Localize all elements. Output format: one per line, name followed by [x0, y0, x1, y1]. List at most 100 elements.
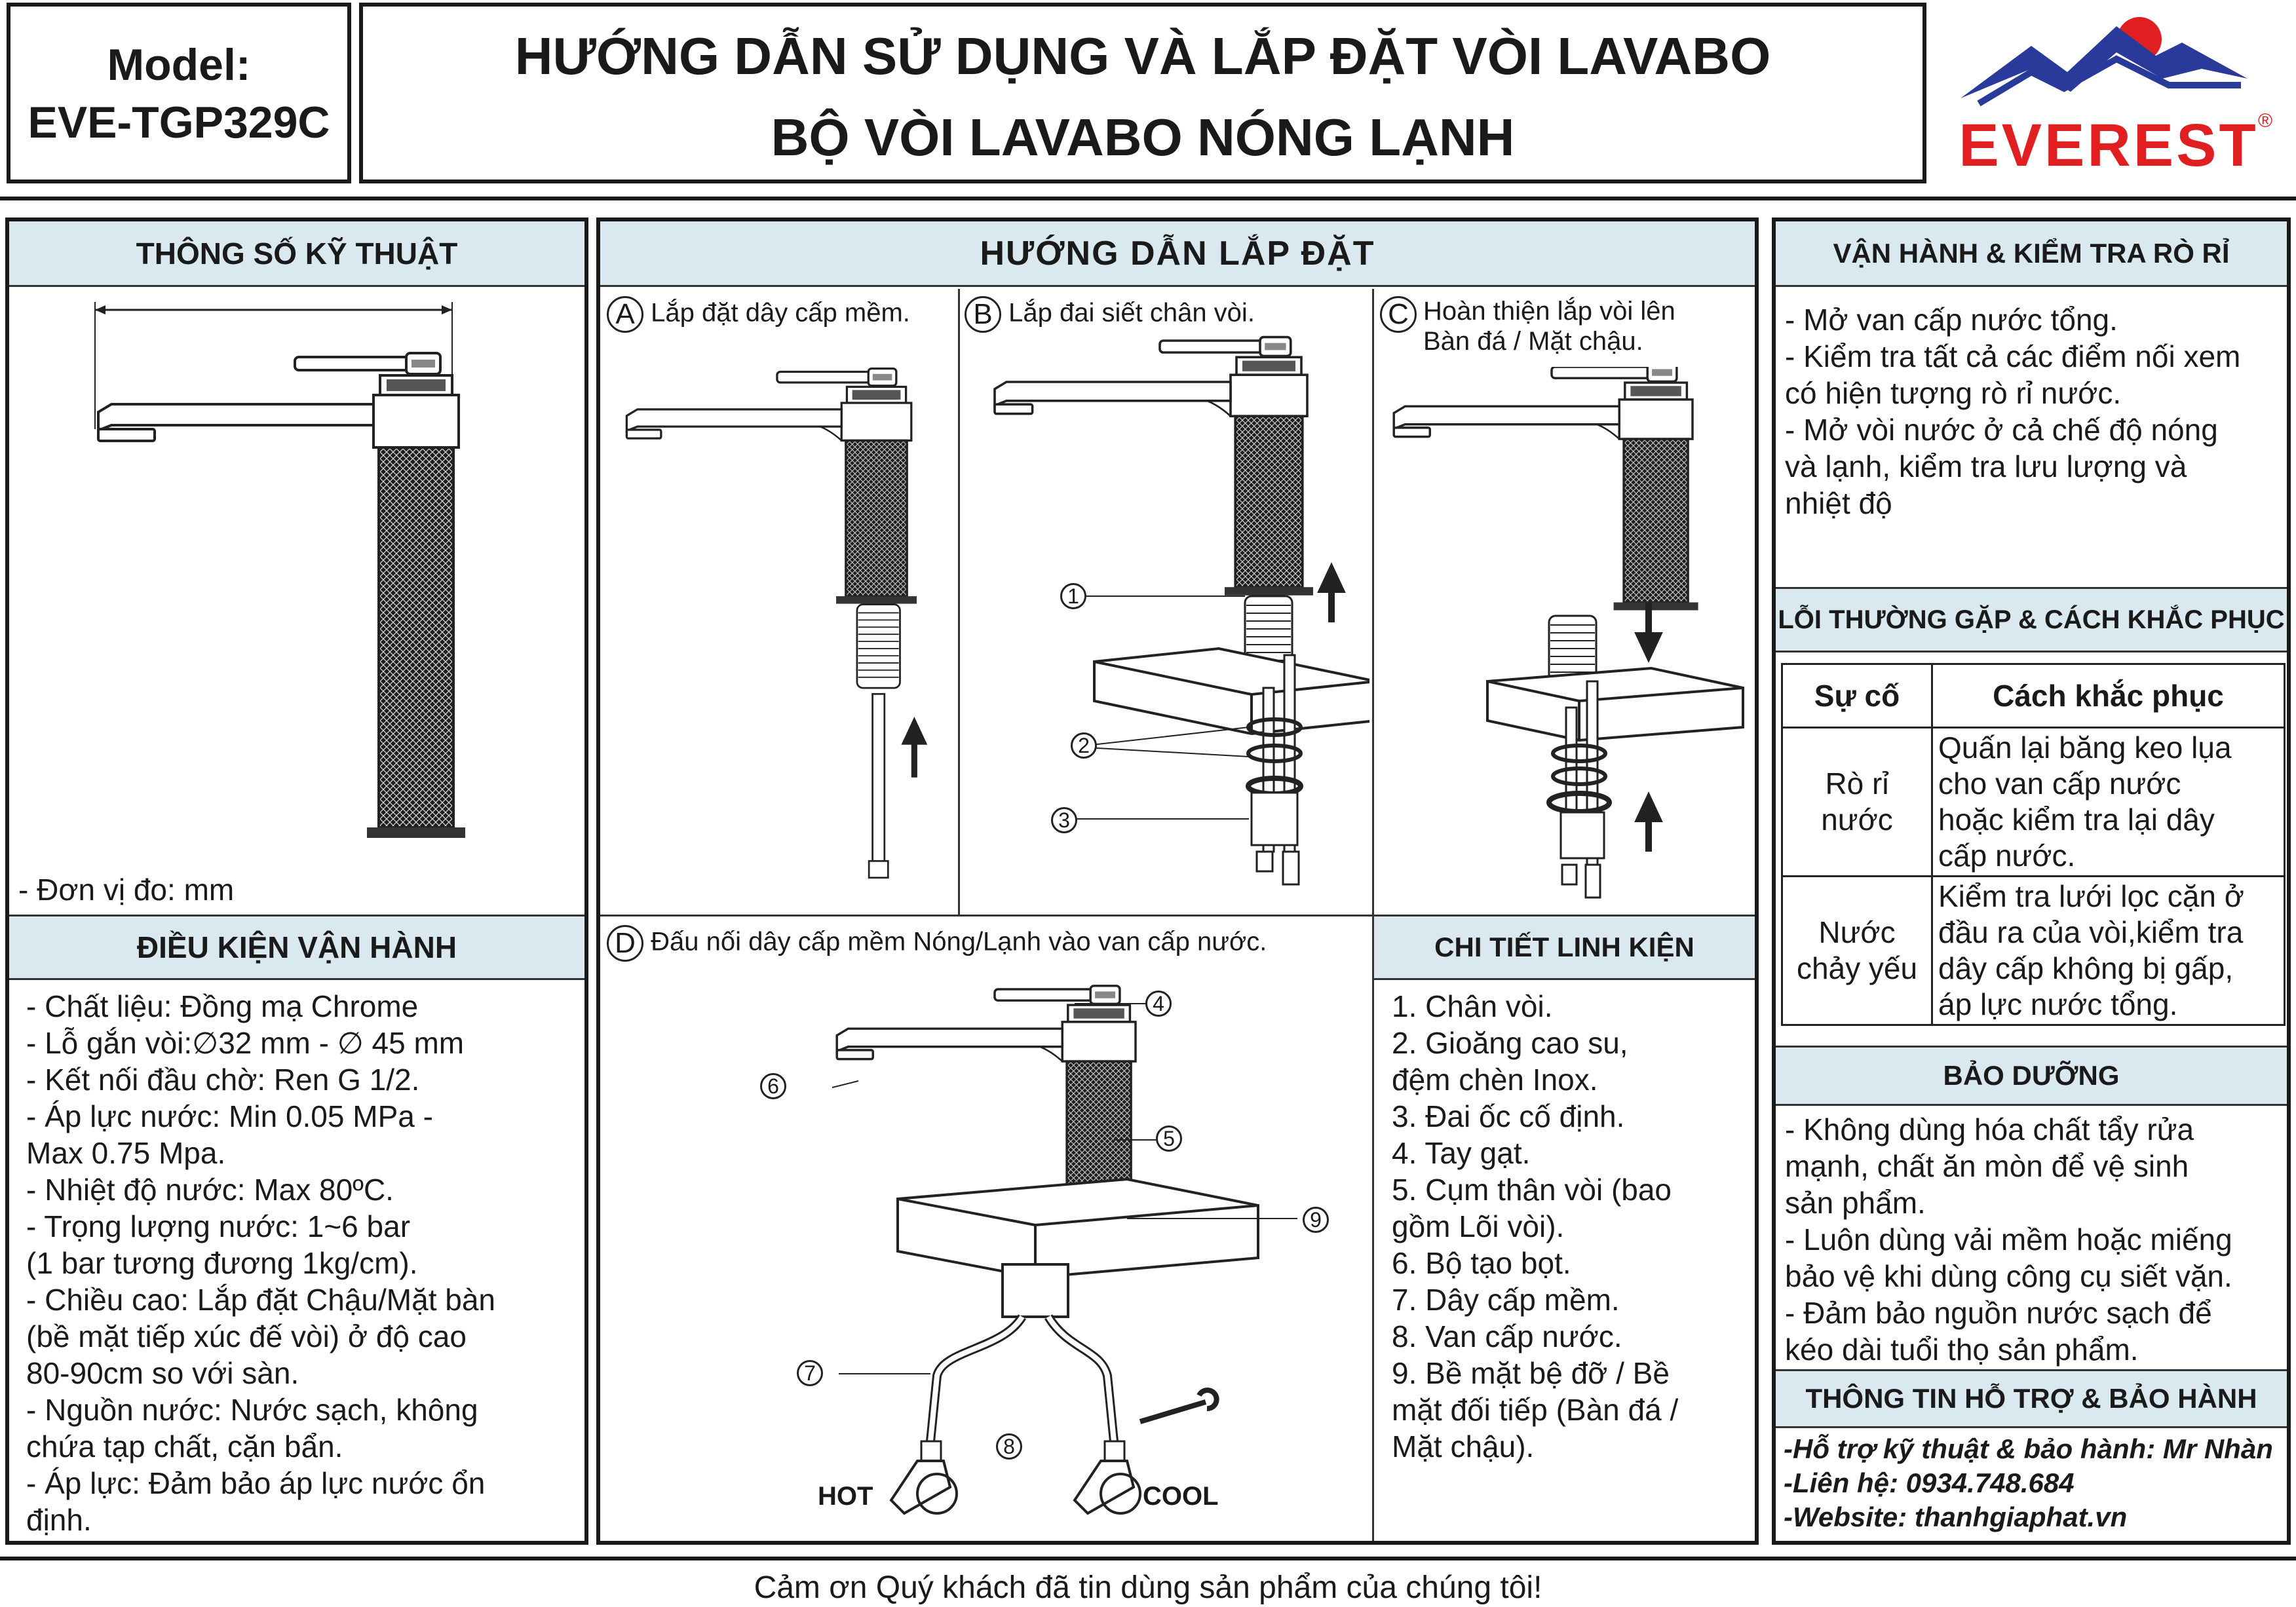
- operation-title: VẬN HÀNH & KIỂM TRA RÒ RỈ: [1833, 237, 2230, 269]
- arrow-up-icon: [901, 717, 928, 778]
- specs-header: THÔNG SỐ KỸ THUẬT: [9, 221, 584, 287]
- title-box: [359, 3, 1926, 183]
- part-line: 9. Bề mặt bệ đỡ / Bề: [1392, 1356, 1670, 1390]
- cool-label: COOL: [1143, 1482, 1219, 1511]
- divider-d-parts: [1372, 915, 1374, 1541]
- condition-line: (1 bar tương đương 1kg/cm).: [26, 1246, 418, 1280]
- table-row: Nước chảy yếu Kiểm tra lưới lọc cặn ở đầ…: [1781, 875, 2286, 1026]
- table-header-fix: Cách khắc phục: [1931, 663, 2286, 728]
- footer-thanks: Cảm ơn Quý khách đã tin dùng sản phẩm củ…: [754, 1570, 1542, 1605]
- left-column: [5, 217, 588, 1545]
- install-column: [596, 217, 1759, 1545]
- condition-line: (bề mặt tiếp xúc đế vòi) ở độ cao: [26, 1319, 467, 1353]
- parts-title: CHI TIẾT LINH KIỆN: [1434, 932, 1694, 962]
- support-list: -Hỗ trợ kỹ thuật & bảo hành: Mr Nhàn -Li…: [1784, 1432, 2286, 1534]
- fix-line: cho van cấp nước: [1938, 766, 2181, 801]
- fix-line: Quấn lại băng keo lụa: [1938, 730, 2232, 765]
- condition-line: - Chất liệu: Đồng mạ Chrome: [26, 989, 419, 1023]
- operation-line: - Kiểm tra tất cả các điểm nối xem: [1785, 339, 2241, 373]
- brand-registered-mark: ®: [2258, 110, 2273, 132]
- condition-line: định.: [26, 1503, 92, 1537]
- callout-2: 2: [1071, 732, 1097, 759]
- issue-line: Nước: [1818, 915, 1896, 949]
- fix-line: Kiểm tra lưới lọc cặn ở: [1938, 879, 2244, 913]
- condition-line: - Áp lực nước: Min 0.05 MPa -: [26, 1099, 433, 1133]
- install-title: HƯỚNG DẪN LẮP ĐẶT: [980, 234, 1375, 273]
- conditions-list: - Chất liệu: Đồng mạ Chrome - Lỗ gắn vòi…: [26, 988, 577, 1538]
- part-line: đệm chèn Inox.: [1392, 1063, 1598, 1097]
- model-label: Model:: [107, 40, 251, 90]
- callout-7: 7: [797, 1360, 823, 1386]
- part-line: mặt đối tiếp (Bàn đá /: [1392, 1393, 1679, 1427]
- fix-line: dây cấp không bị gấp,: [1938, 951, 2234, 985]
- condition-line: chứa tạp chất, cặn bẩn.: [26, 1429, 343, 1464]
- issue-cell: Rò rỉ nước: [1781, 727, 1933, 877]
- condition-line: - Nhiệt độ nước: Max 80ºC.: [26, 1173, 394, 1207]
- callout-1: 1: [1060, 583, 1086, 609]
- troubleshoot-header: LỖI THƯỜNG GẶP & CÁCH KHẮC PHỤC: [1776, 587, 2287, 652]
- fix-line: cấp nước.: [1938, 839, 2076, 873]
- brand-name: EVEREST: [1959, 112, 2259, 179]
- divider-bc: [1372, 289, 1374, 916]
- step-a-label: A Lắp đặt dây cấp mềm.: [607, 296, 910, 333]
- part-line: 7. Dây cấp mềm.: [1392, 1283, 1620, 1317]
- everest-logo: [1961, 17, 2248, 107]
- callout-3: 3: [1051, 807, 1077, 833]
- install-header: HƯỚNG DẪN LẮP ĐẶT: [600, 221, 1755, 287]
- issue-line: nước: [1821, 803, 1893, 837]
- arrow-up-icon: [1317, 562, 1346, 622]
- step-c-text-line1: Hoàn thiện lắp vòi lên: [1423, 297, 1675, 326]
- maintenance-line: kéo dài tuổi thọ sản phẩm.: [1785, 1333, 2139, 1367]
- maintenance-title: BẢO DƯỠNG: [1943, 1060, 2120, 1091]
- spec-faucet-drawing: [94, 302, 465, 838]
- condition-line: - Chiều cao: Lắp đặt Chậu/Mặt bàn: [26, 1283, 496, 1317]
- page-title: HƯỚNG DẪN SỬ DỤNG VÀ LẮP ĐẶT VÒI LAVABO: [514, 27, 1771, 85]
- operation-line: - Mở vòi nước ở cả chế độ nóng: [1785, 413, 2218, 447]
- condition-line: - Trọng lượng nước: 1~6 bar: [26, 1209, 411, 1243]
- issue-line: chảy yếu: [1796, 951, 1918, 985]
- model-code: EVE-TGP329C: [28, 98, 330, 147]
- troubleshoot-table: Sự cố Cách khắc phục Rò rỉ nước Quấn lại…: [1781, 663, 2286, 1026]
- right-column: [1772, 217, 2291, 1545]
- part-line: Mặt chậu).: [1392, 1429, 1535, 1464]
- model-box: [7, 3, 351, 183]
- maintenance-list: - Không dùng hóa chất tẩy rửa mạnh, chất…: [1785, 1111, 2283, 1368]
- callout-6: 6: [760, 1073, 786, 1099]
- part-line: 8. Van cấp nước.: [1392, 1319, 1622, 1353]
- troubleshoot-title: LỖI THƯỜNG GẶP & CÁCH KHẮC PHỤC: [1778, 605, 2285, 634]
- issue-line: Rò rỉ: [1825, 766, 1889, 801]
- support-title: THÔNG TIN HỖ TRỢ & BẢO HÀNH: [1805, 1383, 2257, 1414]
- part-line: 3. Đai ốc cố định.: [1392, 1099, 1625, 1133]
- support-line: -Hỗ trợ kỹ thuật & bảo hành: Mr Nhàn: [1784, 1433, 2273, 1464]
- callout-9: 9: [1303, 1207, 1329, 1233]
- step-d-drawing: [832, 985, 1297, 1515]
- condition-line: Max 0.75 Mpa.: [26, 1136, 226, 1170]
- maintenance-header: BẢO DƯỠNG: [1776, 1046, 2287, 1106]
- step-c-text-line2: Bàn đá / Mặt chậu.: [1423, 327, 1643, 356]
- step-a-text: Lắp đặt dây cấp mềm.: [651, 298, 910, 328]
- operation-line: - Mở van cấp nước tổng.: [1785, 303, 2118, 337]
- header-divider: [0, 197, 2296, 200]
- step-c-marker: C: [1380, 296, 1417, 333]
- step-b-drawing: [993, 335, 1369, 886]
- operation-header: VẬN HÀNH & KIỂM TRA RÒ RỈ: [1776, 221, 2287, 287]
- maintenance-line: - Luôn dùng vải mềm hoặc miếng: [1785, 1222, 2232, 1257]
- fix-cell: Kiểm tra lưới lọc cặn ở đầu ra của vòi,k…: [1931, 875, 2286, 1026]
- step-c-label: C Hoàn thiện lắp vòi lên Bàn đá / Mặt ch…: [1380, 296, 1675, 356]
- step-b-marker: B: [965, 296, 1001, 333]
- part-line: 4. Tay gạt.: [1392, 1136, 1531, 1170]
- maintenance-line: bảo vệ khi dùng công cụ siết vặn.: [1785, 1259, 2232, 1293]
- support-line: -Liên hệ: 0934.748.684: [1784, 1467, 2075, 1498]
- wrench-icon: [1139, 1388, 1219, 1424]
- table-header-issue: Sự cố: [1781, 663, 1933, 728]
- parts-header: CHI TIẾT LINH KIỆN: [1374, 917, 1755, 980]
- condition-line: - Kết nối đầu chờ: Ren G 1/2.: [26, 1063, 420, 1097]
- parts-list: 1. Chân vòi. 2. Gioăng cao su, đệm chèn …: [1392, 988, 1752, 1465]
- operation-line: và lạnh, kiểm tra lưu lượng và: [1785, 449, 2187, 483]
- condition-line: - Nguồn nước: Nước sạch, không: [26, 1393, 478, 1427]
- maintenance-line: - Đảm bảo nguồn nước sạch để: [1785, 1296, 2212, 1330]
- arrow-down-icon: [1634, 603, 1663, 663]
- callout-4: 4: [1145, 991, 1172, 1017]
- maintenance-line: sản phẩm.: [1785, 1186, 1926, 1220]
- arrow-up-icon: [1634, 791, 1663, 852]
